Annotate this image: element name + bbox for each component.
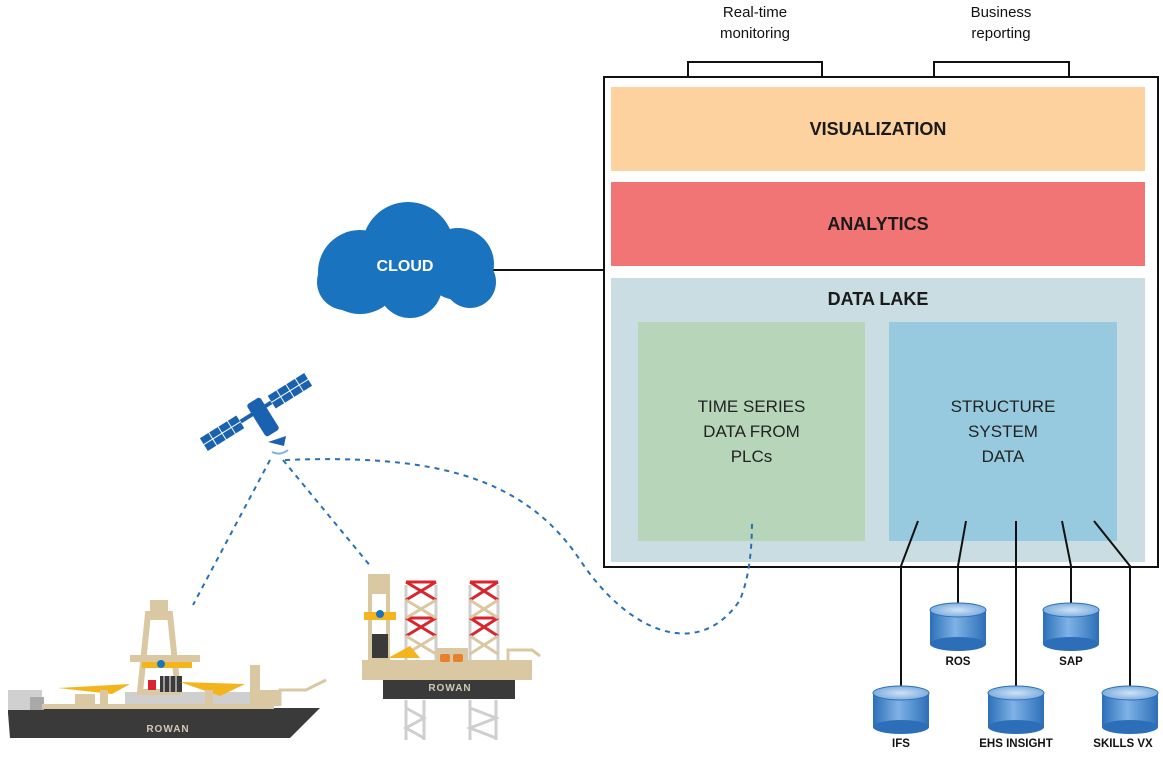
structure-data-box: [889, 322, 1117, 541]
cloud-label: CLOUD: [376, 258, 434, 275]
sap-label: SAP: [1059, 656, 1083, 668]
skills-vx-label: SKILLS VX: [1093, 738, 1153, 750]
analytics-label: ANALYTICS: [827, 213, 929, 234]
ifs-database-icon: [872, 685, 930, 734]
satellite-icon: [198, 371, 314, 455]
jackup-name: ROWAN: [428, 683, 472, 694]
time-series-box: [638, 322, 865, 541]
drillship-icon: [8, 600, 327, 738]
business-bracket: [933, 61, 1070, 77]
jackup-rig-icon: [362, 574, 541, 740]
skills-database-icon: [1101, 685, 1159, 734]
analytics-layer: [611, 182, 1145, 266]
visualization-layer: [611, 87, 1145, 171]
ehs-insight-label: EHS INSIGHT: [979, 738, 1053, 750]
ros-database-icon: [929, 602, 987, 651]
visualization-label: VISUALIZATION: [809, 118, 947, 139]
jackup-link: [282, 459, 373, 569]
database-connectors: [900, 520, 1131, 690]
time-series-label: TIME SERIES DATA FROM PLCs: [697, 397, 806, 466]
business-reporting-label: Business reporting: [970, 4, 1032, 42]
drillship-name: ROWAN: [146, 724, 190, 735]
sap-database-icon: [1042, 602, 1100, 651]
ros-label: ROS: [945, 656, 971, 668]
realtime-monitoring-label: Real-time monitoring: [719, 4, 791, 42]
ehs-database-icon: [987, 685, 1045, 734]
drillship-link: [192, 459, 271, 606]
data-lake-label: DATA LAKE: [827, 288, 929, 309]
cloud-icon: [317, 202, 496, 318]
structure-data-label: STRUCTURE SYSTEM DATA: [950, 397, 1056, 466]
data-lake-link: [284, 458, 753, 635]
satellite-links: [192, 458, 753, 635]
realtime-bracket: [687, 61, 823, 77]
ifs-label: IFS: [892, 738, 910, 750]
